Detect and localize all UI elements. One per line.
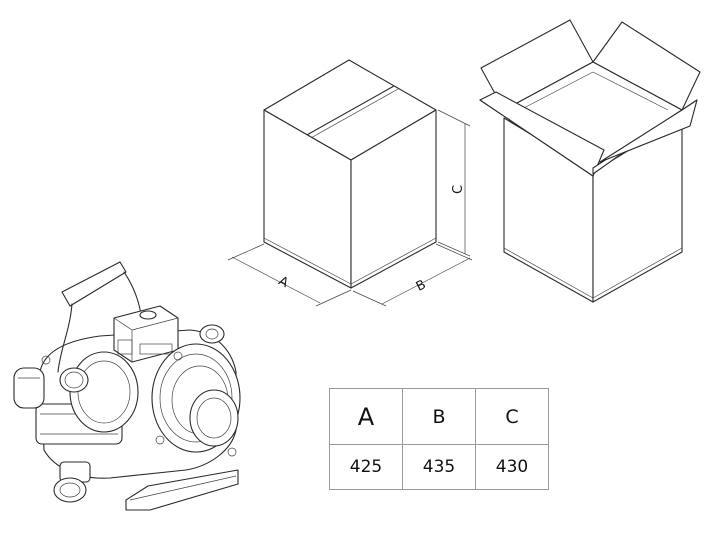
header-b: B [402,388,476,445]
value-a: 425 [329,444,403,490]
pump-illustration [13,261,241,511]
dimension-label-c: C [451,185,466,194]
value-c: 430 [475,444,549,490]
value-b: 435 [402,444,476,490]
dimension-label-a: A [276,274,291,291]
closed-box [263,59,437,289]
header-a: A [329,388,403,445]
dimension-label-b: B [414,277,429,294]
open-box [479,19,701,303]
dimensions-table: A B C 425 435 430 [329,388,549,490]
header-c: C [475,388,549,445]
dimensions-header-row: A B C [329,388,549,445]
dimensions-value-row: 425 435 430 [329,444,549,490]
dimension-lines [227,109,473,307]
